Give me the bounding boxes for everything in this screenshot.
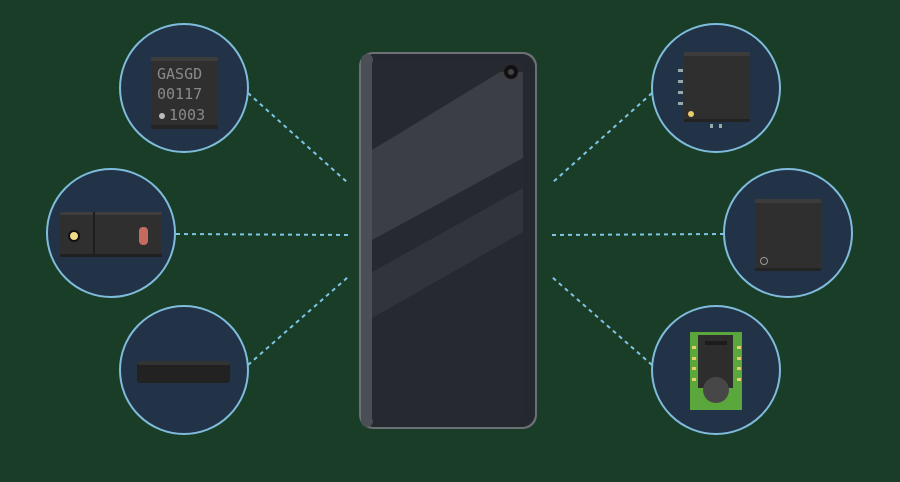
- chip-middle: [755, 199, 821, 271]
- pin1-mark-icon: [760, 257, 768, 265]
- chip-label-line1: GASGD: [157, 65, 202, 83]
- connector-chip-middle: [551, 233, 725, 236]
- pcb-sensor: [690, 332, 742, 410]
- chip-top: [678, 52, 750, 128]
- smartphone: [359, 52, 537, 429]
- connector-gas-sensor: [247, 92, 349, 184]
- chip-label-line2: 00117: [157, 85, 202, 103]
- connectors: [175, 92, 725, 366]
- connector-bar-sensor: [247, 276, 349, 366]
- receiver-icon: [139, 227, 148, 245]
- connector-pcb-sensor: [551, 276, 653, 366]
- screen-reflection: [372, 72, 523, 240]
- connector-proximity-sensor: [175, 233, 349, 236]
- gas-sensor-chip: GASGD 00117 1003: [151, 57, 218, 129]
- chip-label-line3: 1003: [169, 106, 205, 124]
- proximity-sensor: [60, 212, 162, 257]
- pin1-dot-icon: [688, 111, 694, 117]
- emitter-icon: [70, 232, 78, 240]
- connector-chip-top: [551, 92, 653, 184]
- bar-sensor: [137, 361, 230, 383]
- screen-reflection-2: [372, 188, 523, 318]
- chip-dot-icon: [159, 113, 165, 119]
